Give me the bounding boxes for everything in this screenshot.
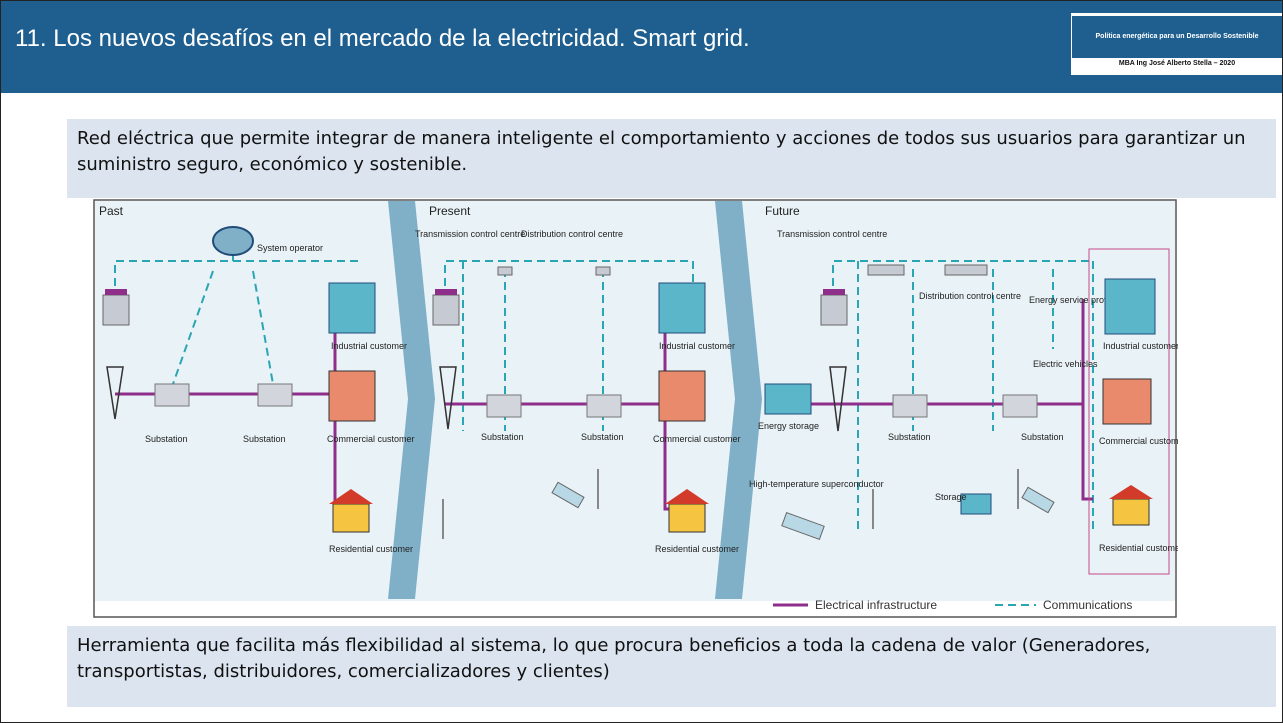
past-industrial-icon — [328, 282, 376, 334]
energy-storage-label: Energy storage — [758, 421, 819, 431]
present-residential-icon — [665, 489, 709, 533]
future-residential-label: Residential customer — [1099, 543, 1178, 553]
superconductor-label: High-temperature superconductor — [749, 479, 884, 489]
present-solar-panel-icon — [551, 481, 585, 509]
future-residential-icon — [1109, 485, 1153, 526]
future-customer-box — [1088, 248, 1170, 575]
transition-chevron-2 — [715, 201, 762, 599]
future-substation-1-icon — [892, 394, 928, 418]
past-residential-icon — [329, 489, 373, 533]
energy-storage-icon — [764, 383, 812, 415]
course-badge: Política energética para un Desarrollo S… — [1069, 13, 1282, 75]
future-tower-icon — [829, 366, 847, 432]
future-transmission-cc-icon — [867, 264, 905, 276]
future-wind-turbine-icon — [872, 469, 1019, 529]
past-substation-2-label: Substation — [243, 434, 286, 444]
section-future: Future — [765, 204, 800, 218]
present-generator-icon — [432, 289, 460, 326]
header-bar: 11. Los nuevos desafíos en el mercado de… — [1, 1, 1282, 93]
system-operator-label: System operator — [257, 243, 323, 253]
present-commercial-label: Commercial customer — [653, 434, 741, 444]
footer-textbox: Herramienta que facilita más flexibilida… — [67, 626, 1276, 707]
smart-grid-diagram: Past Present Future System operator Subs… — [93, 199, 1187, 624]
slide-title: 11. Los nuevos desafíos en el mercado de… — [15, 25, 750, 52]
section-past: Past — [99, 204, 124, 218]
diagram-svg: Past Present Future System operator Subs… — [93, 199, 1187, 618]
past-tower-icon — [106, 366, 124, 420]
electric-vehicles-label: Electric vehicles — [1033, 359, 1098, 369]
future-solar-panel-icon — [781, 486, 1055, 541]
energy-service-provider-label: Energy service provider — [1029, 295, 1124, 305]
present-substation-2-label: Substation — [581, 432, 624, 442]
future-storage-icon — [960, 493, 992, 515]
future-industrial-label: Industrial customer — [1103, 341, 1178, 351]
present-tower-icon — [439, 366, 457, 430]
future-commercial-label: Commercial customer — [1099, 436, 1178, 446]
present-transmission-cc-icon — [497, 266, 513, 276]
future-substation-2-label: Substation — [1021, 432, 1064, 442]
past-communications — [114, 239, 361, 385]
future-substation-1-label: Substation — [888, 432, 931, 442]
badge-course-name: Política energética para un Desarrollo S… — [1072, 16, 1282, 58]
present-substation-1-icon — [486, 394, 522, 418]
legend-communications: Communications — [1043, 598, 1132, 612]
section-present: Present — [429, 204, 471, 218]
future-storage-label: Storage — [935, 492, 967, 502]
future-distribution-cc-label: Distribution control centre — [919, 291, 1021, 301]
transition-chevron-1 — [388, 201, 435, 599]
past-commercial-label: Commercial customer — [327, 434, 415, 444]
present-transmission-cc-label: Transmission control centre — [415, 229, 525, 239]
intro-textbox: Red eléctrica que permite integrar de ma… — [67, 119, 1276, 198]
future-generator-icon — [820, 289, 848, 326]
present-wind-turbine-icon — [442, 469, 599, 539]
future-distribution-cc-icon — [944, 264, 988, 276]
past-commercial-icon — [328, 370, 376, 422]
past-substation-1-icon — [154, 383, 190, 407]
badge-author: MBA Ing José Alberto Stella – 2020 — [1118, 60, 1236, 67]
past-residential-label: Residential customer — [329, 544, 413, 554]
present-substation-2-icon — [586, 394, 622, 418]
present-substation-1-label: Substation — [481, 432, 524, 442]
present-industrial-label: Industrial customer — [659, 341, 735, 351]
past-telephone-icon — [212, 226, 254, 256]
past-generator-icon — [102, 289, 130, 326]
present-industrial-icon — [658, 282, 706, 334]
present-commercial-icon — [658, 370, 706, 422]
present-distribution-cc-icon — [595, 266, 611, 276]
legend-electrical: Electrical infrastructure — [815, 598, 937, 612]
future-transmission-cc-label: Transmission control centre — [777, 229, 887, 239]
future-commercial-icon — [1102, 378, 1152, 425]
present-residential-label: Residential customer — [655, 544, 739, 554]
future-industrial-icon — [1104, 278, 1156, 335]
future-substation-2-icon — [1002, 394, 1038, 418]
past-substation-2-icon — [257, 383, 293, 407]
present-distribution-cc-label: Distribution control centre — [521, 229, 623, 239]
legend: Electrical infrastructure Communications — [773, 598, 1132, 612]
past-substation-1-label: Substation — [145, 434, 188, 444]
past-industrial-label: Industrial customer — [331, 341, 407, 351]
